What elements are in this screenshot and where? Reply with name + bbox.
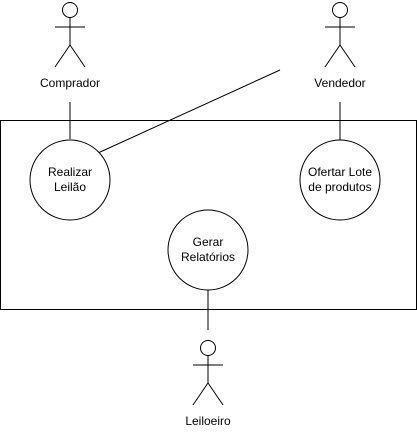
actor-auctioneer[interactable]: [192, 340, 224, 406]
actor-seller[interactable]: [324, 2, 356, 68]
use-case-offer-lot-label: Ofertar Lote de produtos: [307, 165, 373, 194]
use-case-reports-label: Gerar Relatórios: [180, 235, 236, 264]
use-case-reports[interactable]: [167, 209, 249, 291]
actor-seller-label: Vendedor: [314, 76, 366, 90]
actor-buyer-label: Comprador: [39, 76, 101, 90]
use-case-auction-label: Realizar Leilão: [47, 165, 92, 194]
actor-buyer[interactable]: [54, 2, 86, 68]
actor-buyer-head: [62, 2, 78, 18]
use-case-auction[interactable]: [29, 139, 111, 221]
actor-auctioneer-label: Leiloeiro: [185, 414, 231, 428]
use-case-offer-lot[interactable]: [299, 139, 381, 221]
actor-auctioneer-head: [200, 340, 216, 356]
actor-seller-head: [332, 2, 348, 18]
association-seller-auction: [97, 69, 281, 154]
